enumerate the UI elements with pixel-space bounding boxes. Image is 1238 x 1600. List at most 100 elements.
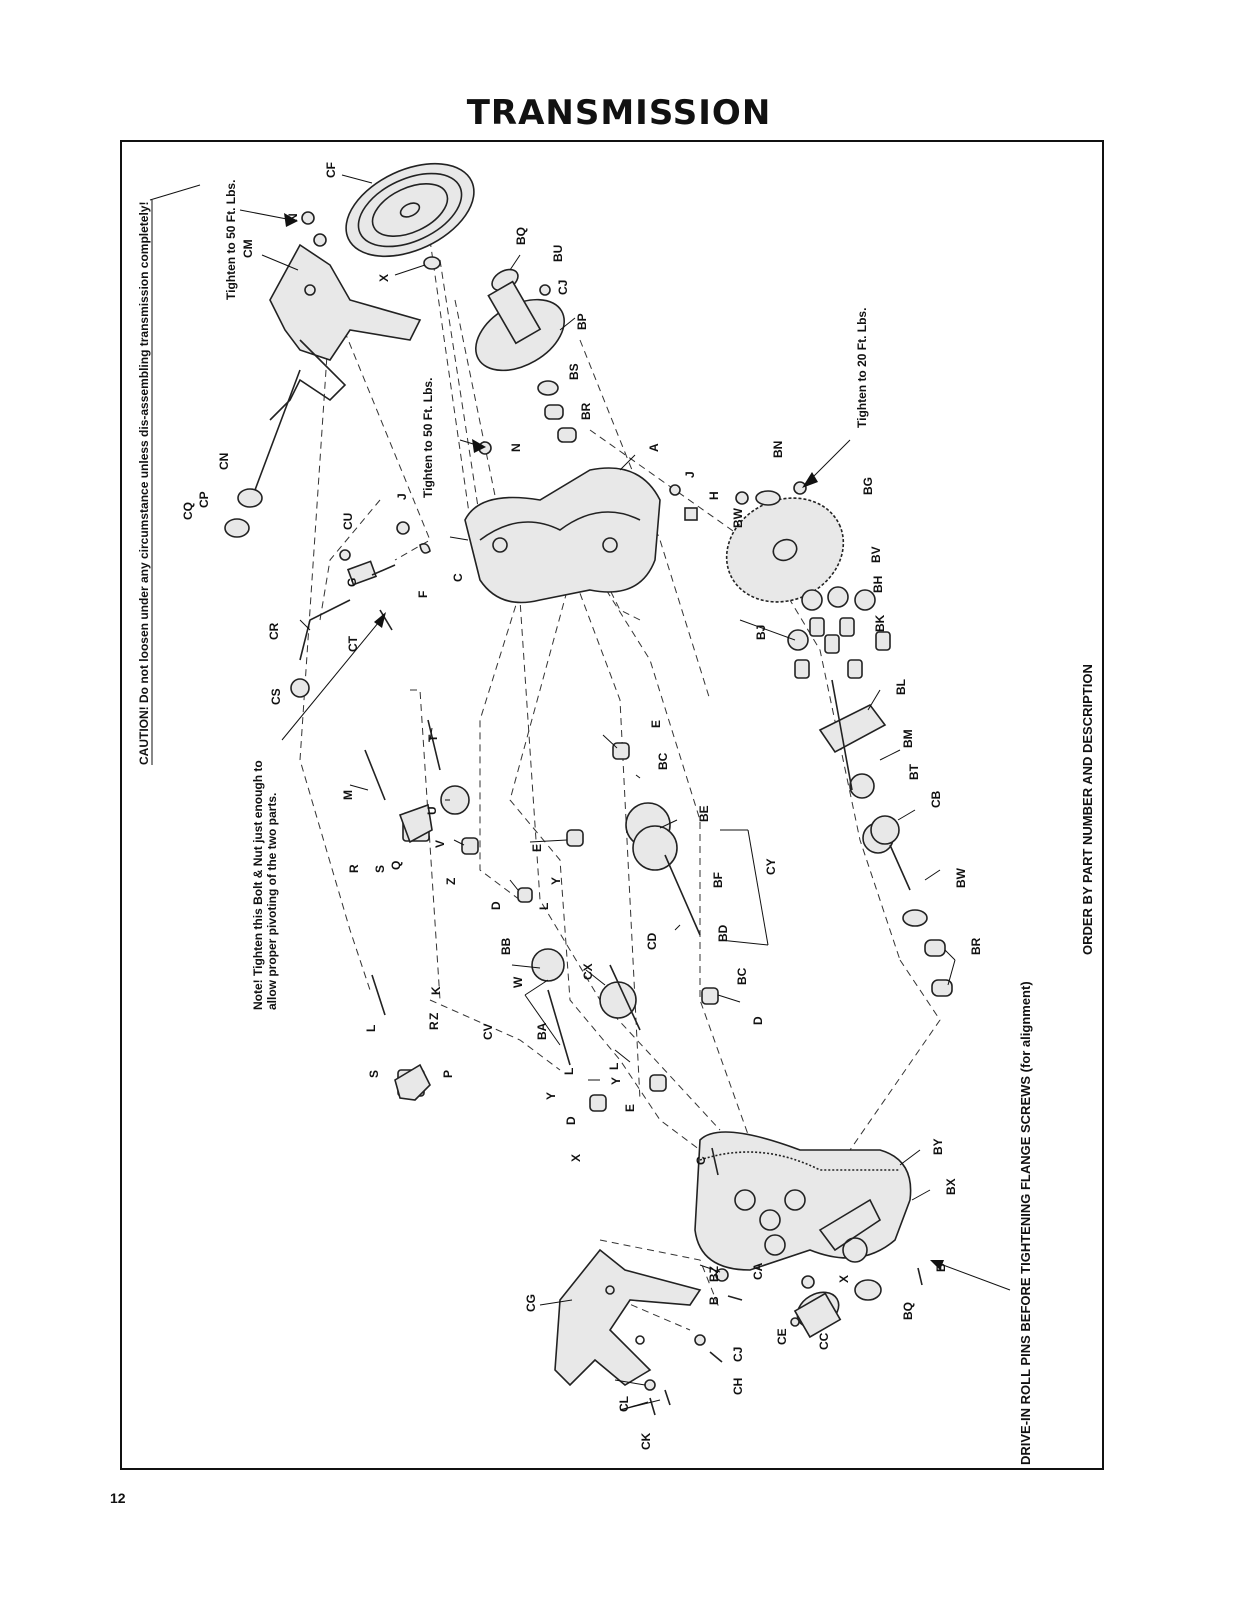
screw-ch-drawing: [709, 1351, 723, 1363]
label-b2: B: [707, 1296, 721, 1305]
label-bz: BZ: [707, 1266, 721, 1282]
label-n: N: [286, 213, 300, 222]
bracket-cm-drawing: [254, 243, 422, 491]
housing-a-drawing: [464, 467, 661, 604]
caution-note: CAUTION! Do not loosen under any circums…: [137, 202, 151, 765]
housing-bx-by-drawing: [694, 1131, 912, 1271]
plug-h-drawing: [684, 507, 698, 521]
label-cf: CF: [324, 162, 338, 178]
screw-ck-drawing: [664, 1389, 671, 1406]
notes: CAUTION! Do not loosen under any circums…: [137, 180, 1095, 1465]
bearing-br2-drawing: [931, 979, 953, 997]
label-cl: CL: [617, 1396, 631, 1412]
label-e: E: [530, 844, 544, 852]
shaft-w-drawing: [547, 989, 571, 1066]
label-z: Z: [444, 878, 458, 885]
bracket-cg-drawing: [554, 1248, 702, 1387]
label-j2: J: [395, 493, 409, 500]
label-l3: L: [562, 1068, 576, 1075]
label-y2: Y: [609, 1077, 623, 1085]
label-p: P: [441, 1070, 455, 1078]
label-cs: CS: [269, 688, 283, 705]
washer-cj2-drawing: [694, 1334, 706, 1346]
label-bb: BB: [499, 937, 513, 955]
label-b: B: [934, 1263, 948, 1272]
label-co: CQ: [181, 502, 195, 520]
label-bw2: BW: [954, 867, 968, 888]
label-z2: Z: [427, 1013, 441, 1020]
washer-x-drawing: [423, 256, 441, 270]
fork-p-drawing: [394, 1063, 431, 1101]
washer-x2-drawing: [801, 1275, 815, 1289]
label-cj: CJ: [556, 280, 570, 295]
label-cd: CD: [645, 932, 659, 950]
label-by: BY: [931, 1138, 945, 1155]
pulley-cf-drawing: [345, 162, 475, 258]
label-bl: BL: [894, 679, 908, 695]
label-x3: X: [837, 1275, 851, 1283]
part-labels: CF N CM X BQ BU CJ BP BS BR N A J H J CU…: [181, 162, 983, 1450]
label-e2: E: [649, 720, 663, 728]
nut-j-drawing: [669, 484, 681, 496]
bolt-ct-drawing: [379, 609, 393, 631]
bolt-note-line2: allow proper pivoting of the two parts.: [265, 793, 279, 1010]
label-ck: CK: [639, 1432, 653, 1450]
pin-b2-drawing: [727, 1295, 743, 1301]
tighten-50-note-b: Tighten to 50 Ft. Lbs.: [421, 378, 435, 498]
label-y3: Y: [544, 1092, 558, 1100]
label-r: R: [347, 864, 361, 873]
label-x: X: [377, 274, 391, 282]
bearing-br-drawing: [557, 427, 577, 443]
gears-drawing: [440, 773, 894, 1019]
label-t: T: [426, 734, 440, 742]
label-bg: BG: [861, 477, 875, 495]
label-cc: CC: [817, 1332, 831, 1350]
label-cp: CP: [197, 491, 211, 508]
label-br: BR: [579, 402, 593, 420]
label-ca: CA: [751, 1262, 765, 1280]
label-l2: L: [607, 1063, 621, 1070]
label-n2: N: [509, 443, 523, 452]
label-cn: CN: [217, 453, 231, 470]
label-cx: CX: [581, 963, 595, 980]
label-d3: D: [751, 1016, 765, 1025]
carrier-bl-drawing: [818, 679, 887, 791]
label-y: Y: [549, 877, 563, 885]
nut-cu-drawing: [339, 549, 351, 561]
label-bm: BM: [901, 729, 915, 748]
label-bn: BN: [771, 441, 785, 458]
shaft-m-drawing: [364, 749, 386, 801]
label-u: U: [425, 806, 439, 815]
page-title: TRANSMISSION: [466, 93, 772, 133]
diagram-frame: [120, 140, 1104, 1470]
cap-cc-drawing: [793, 1291, 842, 1339]
washer-cp-drawing: [224, 518, 250, 538]
nut-n-drawing: [301, 211, 315, 225]
tighten-50-note-a: Tighten to 50 Ft. Lbs.: [224, 180, 238, 300]
label-c: C: [451, 573, 465, 582]
label-bq2: BQ: [901, 1302, 915, 1320]
label-bx: BX: [944, 1178, 958, 1195]
screw-ck-drawing: [649, 1397, 656, 1416]
bearing-br-drawing: [544, 404, 564, 420]
drive-in-note: DRIVE-IN ROLL PINS BEFORE TIGHTENING FLA…: [1018, 981, 1033, 1465]
flange-bp-drawing: [475, 280, 565, 372]
label-w: W: [511, 976, 525, 988]
screw-bu-drawing: [539, 284, 551, 296]
washer-cl-drawing: [644, 1379, 656, 1391]
seal-bs-drawing: [537, 380, 559, 396]
label-bc2: BC: [735, 967, 749, 985]
tighten-20-note: Tighten to 20 Ft. Lbs.: [855, 308, 869, 428]
pinion-cluster-drawing: [787, 586, 891, 679]
label-d: D: [489, 901, 503, 910]
nut-bn-drawing: [793, 481, 807, 495]
label-cv: CV: [481, 1023, 495, 1040]
label-ch: CH: [731, 1378, 745, 1395]
label-bh: BH: [871, 576, 885, 593]
leader-lines: [261, 174, 956, 1411]
fork-q-drawing: [398, 803, 433, 844]
fitting-ce-drawing: [790, 1317, 800, 1327]
knob-cs-drawing: [290, 678, 310, 698]
label-r2: R: [427, 1021, 441, 1030]
